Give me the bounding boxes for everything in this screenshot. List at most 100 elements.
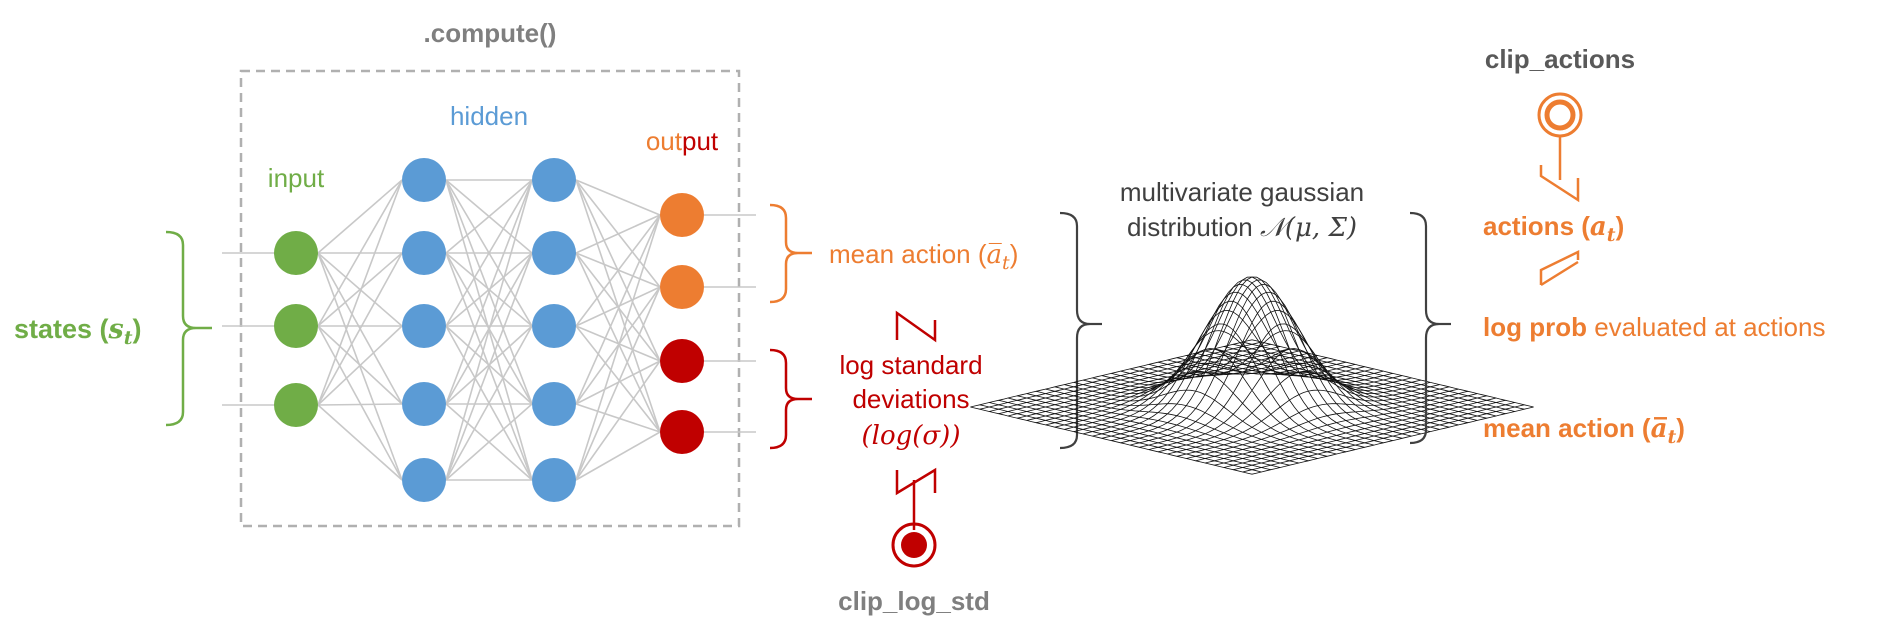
actions-symbol: a <box>1590 212 1607 242</box>
clip-actions-connector <box>1539 137 1580 287</box>
output-label-part1: out <box>646 126 683 156</box>
network-edge <box>317 252 403 327</box>
surface-mesh-line <box>1195 352 1478 421</box>
mean-action-out-symbol: a̅ <box>1651 414 1668 444</box>
compute-box <box>239 69 741 528</box>
surface-mesh-line <box>989 402 1271 471</box>
network-edge <box>575 325 661 433</box>
log-std-bracket <box>769 348 799 450</box>
log-prob-label: log prob evaluated at actions <box>1483 312 1825 342</box>
network-edge <box>575 325 661 362</box>
compute-label: .compute() <box>424 18 557 48</box>
log-std-line2: deviations <box>852 384 969 414</box>
mean-action-close: ) <box>1010 239 1019 269</box>
hidden2-node <box>532 304 576 348</box>
network-edge <box>575 214 661 405</box>
states-text: states ( <box>14 314 109 344</box>
surface-mesh-line <box>1242 404 1525 473</box>
surface-mesh-line <box>979 404 1262 473</box>
surface-mesh-line <box>1036 355 1318 424</box>
clip-actions-label: clip_actions <box>1485 44 1635 74</box>
network-edge <box>575 286 661 481</box>
network-edge <box>317 404 403 481</box>
network-edge <box>575 360 661 481</box>
log-std-line3: (log(σ)) <box>862 421 961 451</box>
hidden1-node <box>402 158 446 202</box>
clip-actions-icon-ring <box>1537 92 1583 138</box>
network-edge <box>575 214 661 254</box>
hidden1-node <box>402 458 446 502</box>
surface-mesh-line <box>1026 352 1309 421</box>
surface-mesh-line <box>1017 395 1299 464</box>
network-edge <box>575 431 661 481</box>
surface-mesh-line <box>1176 388 1459 457</box>
clip-log-std-label: clip_log_std <box>838 586 990 616</box>
network-edge <box>445 179 533 481</box>
mean-action-bracket <box>769 203 799 304</box>
actions-close: ) <box>1616 211 1625 241</box>
output-layer-label: output <box>646 126 719 156</box>
mean-action-subscript: t <box>1002 252 1010 274</box>
hidden2-node <box>532 458 576 502</box>
mean-action-text: mean action ( <box>829 239 987 269</box>
network-edge <box>445 403 533 481</box>
network-edges <box>317 179 661 481</box>
output-node <box>660 265 704 309</box>
actions-label: actions (at) <box>1483 211 1624 246</box>
output-node <box>660 193 704 237</box>
surface-mesh-line <box>1167 359 1450 428</box>
network-edge <box>317 179 403 254</box>
gaussian-line2: distribution 𝒩(μ, Σ) <box>1127 212 1357 243</box>
clip-log-std-connector <box>895 310 937 530</box>
clip-actions-icon <box>1544 99 1576 131</box>
network-edge <box>317 325 403 481</box>
input-node <box>274 231 318 275</box>
surface-mesh-line <box>1205 395 1487 464</box>
network-edge <box>317 325 403 406</box>
gaussian-line1: multivariate gaussian <box>1120 177 1364 207</box>
surface-mesh-line <box>1045 388 1328 457</box>
network-stubs <box>222 214 756 433</box>
hidden2-node <box>532 382 576 426</box>
network-edge <box>575 286 661 327</box>
network-edge <box>575 252 661 433</box>
log-std-line1: log standard <box>839 350 982 380</box>
states-close: ) <box>133 314 142 344</box>
log-prob-bold: log prob <box>1483 312 1587 342</box>
network-nodes <box>274 158 704 502</box>
output-label-part2: put <box>682 126 719 156</box>
network-edge <box>445 252 533 327</box>
input-node <box>274 304 318 348</box>
network-edge <box>575 214 661 327</box>
clip-log-std-icon <box>901 532 927 558</box>
network-edge <box>445 325 533 481</box>
surface-mesh-line <box>970 406 1253 475</box>
states-symbol: s <box>108 314 124 345</box>
surface-mesh-line <box>1223 399 1506 468</box>
mean-action-out-label: mean action (a̅t) <box>1483 413 1685 448</box>
network-edge <box>445 179 533 405</box>
hidden2-node <box>532 158 576 202</box>
network-edge <box>575 403 661 433</box>
states-label: states (st) <box>14 314 142 349</box>
mean-action-label: mean action (a̅t) <box>829 239 1018 274</box>
log-prob-rest: evaluated at actions <box>1587 312 1826 342</box>
actions-text: actions ( <box>1483 211 1590 241</box>
network-edge <box>317 252 403 406</box>
states-bracket <box>165 230 197 427</box>
gaussian-surface-plot <box>970 276 1534 475</box>
input-node <box>274 383 318 427</box>
actions-subscript: t <box>1607 224 1616 246</box>
hidden1-node <box>402 304 446 348</box>
output-node <box>660 410 704 454</box>
hidden1-node <box>402 231 446 275</box>
surface-mesh-line <box>1054 359 1337 428</box>
network-edge <box>575 214 661 481</box>
network-edge <box>317 179 403 406</box>
network-edge <box>445 179 533 254</box>
mean-action-out-text: mean action ( <box>1483 413 1651 443</box>
surface-mesh-line <box>1233 402 1515 471</box>
network-edge <box>445 252 533 481</box>
hidden-layer-label: hidden <box>450 101 528 131</box>
